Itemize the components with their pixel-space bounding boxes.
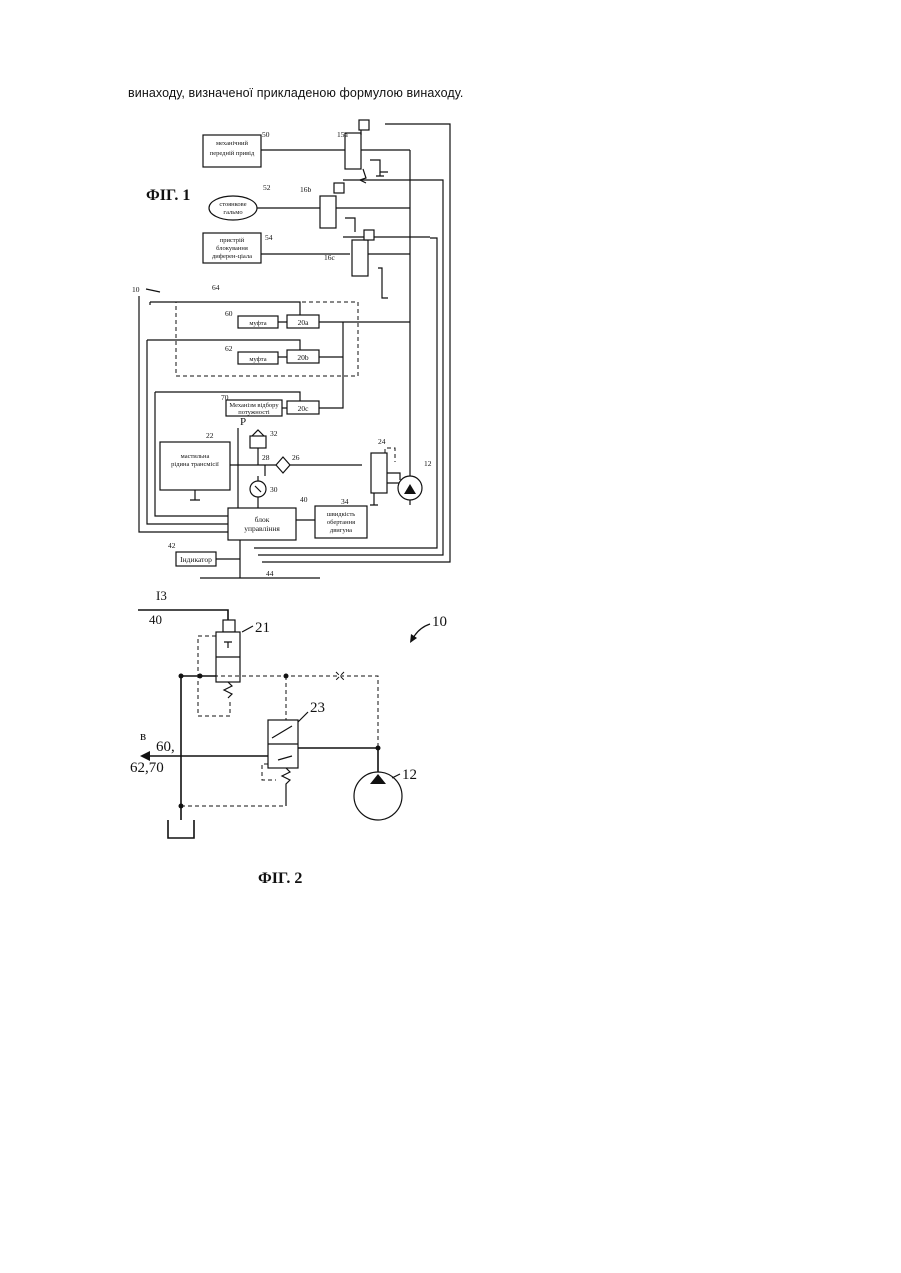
- parking-brake-box: [209, 196, 257, 220]
- mech-drive-line1: механічний: [216, 140, 248, 147]
- ref-23-leader: [298, 712, 308, 722]
- valve-15a-ports: [361, 150, 410, 172]
- indicator-label: Індикатор: [180, 555, 212, 564]
- ref-26: 26: [292, 453, 300, 462]
- valve-15a-solenoid: [359, 120, 369, 130]
- mech-drive-line2: передній привід: [210, 150, 255, 157]
- pressure-sensor-32: [250, 436, 266, 448]
- junction-3: [198, 674, 203, 679]
- ref-54: 54: [265, 233, 273, 242]
- filter-26: [276, 457, 290, 473]
- ref-32: 32: [270, 429, 278, 438]
- valve-24-ports: [387, 473, 400, 483]
- valve-21-solenoid: [223, 620, 235, 632]
- fig2-title: ФІГ. 2: [258, 870, 302, 887]
- ref-12: 12: [424, 459, 432, 468]
- ref-62: 62: [225, 344, 233, 353]
- ref-44: 44: [266, 569, 274, 578]
- pto-line1: Механізм відбору: [229, 402, 279, 409]
- ref-12-leader: [392, 774, 400, 778]
- junction-5: [376, 746, 381, 751]
- ref-10: 10: [132, 285, 140, 294]
- ref-15a: 15a: [337, 130, 349, 139]
- ref-16c: 16c: [324, 253, 336, 262]
- diff-lock-line1: пристрій: [220, 237, 245, 244]
- ref-21-leader: [242, 626, 253, 632]
- line-20b: [278, 322, 343, 408]
- ref-23: 23: [310, 700, 325, 716]
- ref-10-fig2: 10: [432, 614, 447, 630]
- ref-10-arrow: [146, 289, 160, 292]
- tank-22: [190, 490, 200, 500]
- clutch1-label: муфта: [249, 320, 266, 327]
- valve-16c: [352, 240, 368, 276]
- valve-24: [371, 453, 387, 493]
- trans-fluid-line2: рідина трансмісії: [171, 461, 219, 468]
- valve-20b-label: 20b: [297, 353, 309, 362]
- valve-16c-ports: [368, 254, 410, 298]
- diff-lock-line3: диферен-ціала: [212, 253, 252, 260]
- clutch2-label: муфта: [249, 356, 266, 363]
- ref-16b: 16b: [300, 185, 312, 194]
- ref-50: 50: [262, 130, 270, 139]
- engine-speed-line2: обертання: [327, 519, 355, 526]
- figure-2: I3 40 21 в 60, 62,70: [130, 588, 447, 887]
- valve-23-spring: [282, 768, 290, 806]
- ref-i3: I3: [156, 588, 167, 603]
- valve-21-spring: [224, 682, 232, 698]
- ref-P: P: [240, 416, 246, 428]
- ctrl-line-outer: [139, 296, 228, 532]
- ref-42: 42: [168, 541, 176, 550]
- diff-lock-line2: блокування: [216, 245, 248, 252]
- ref-22: 22: [206, 431, 214, 440]
- control-unit-line2: управління: [244, 524, 280, 533]
- clutch-group-64: [176, 302, 358, 376]
- ref-10-fig2-arrowhead: [410, 634, 417, 643]
- valve-16b: [320, 196, 336, 228]
- ref-64: 64: [212, 283, 220, 292]
- valve-16b-ports: [336, 208, 410, 232]
- parking-brake-line2: гальмо: [223, 209, 242, 216]
- fig1-title: ФІГ. 1: [146, 187, 190, 204]
- ref-21: 21: [255, 620, 270, 636]
- valve-16c-solenoid: [364, 230, 374, 240]
- valve-20c-label: 20c: [298, 404, 310, 413]
- ref-52: 52: [263, 183, 271, 192]
- tank-fig2: [168, 820, 194, 838]
- engine-speed-line1: швидкість: [327, 511, 356, 518]
- control-unit-line1: блок: [255, 515, 270, 524]
- return-line-outer: [262, 124, 450, 562]
- junction-1: [179, 674, 184, 679]
- engine-speed-line3: двигуна: [330, 527, 352, 534]
- tank-24: [370, 493, 378, 505]
- parking-brake-line1: стоянкове: [219, 201, 246, 208]
- line-28: [258, 465, 265, 482]
- ref-60: 60: [225, 309, 233, 318]
- ref-6270: 62,70: [130, 760, 164, 776]
- ref-b: в: [140, 728, 146, 743]
- valve-20a-label: 20a: [298, 318, 310, 327]
- figure-1: ФІГ. 1 механічний передній привід 50 15a…: [132, 120, 450, 578]
- pressure-sensor-top: [252, 430, 264, 436]
- pto-line2: потужності: [238, 409, 270, 416]
- trans-fluid-line1: мастильна: [181, 453, 210, 460]
- valve-16b-solenoid: [334, 183, 344, 193]
- ref-40-fig2: 40: [149, 612, 162, 627]
- ref-30: 30: [270, 485, 278, 494]
- ref-70: 70: [221, 393, 229, 402]
- ref-24: 24: [378, 437, 386, 446]
- ref-34: 34: [341, 497, 349, 506]
- ref-28: 28: [262, 453, 270, 462]
- ref-12-fig2: 12: [402, 767, 417, 783]
- line-42-44: [200, 540, 320, 578]
- ref-40: 40: [300, 495, 308, 504]
- ref-60-fig2: 60,: [156, 739, 175, 755]
